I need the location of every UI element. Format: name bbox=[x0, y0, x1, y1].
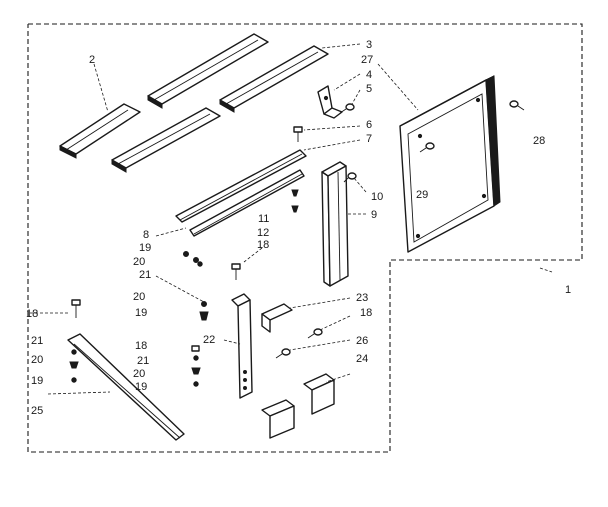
label-28: 28 bbox=[533, 135, 545, 147]
label-25: 25 bbox=[31, 405, 43, 417]
label-12: 12 bbox=[257, 227, 269, 239]
part-number-labels: 2 3 27 4 5 28 6 7 10 9 29 11 12 18 8 19 … bbox=[26, 39, 571, 417]
screw-part-5 bbox=[339, 103, 355, 114]
channel-short-part-2 bbox=[59, 103, 141, 159]
side-panel-part-27 bbox=[399, 75, 501, 253]
hardware-cluster-top bbox=[183, 251, 203, 267]
label-24: 24 bbox=[356, 353, 368, 365]
label-9: 9 bbox=[371, 209, 377, 221]
diagonal-brace-part-25 bbox=[67, 333, 185, 441]
label-21-b: 21 bbox=[137, 355, 149, 367]
label-19-a: 19 bbox=[139, 242, 151, 254]
label-10: 10 bbox=[371, 191, 383, 203]
bracket-part-23 bbox=[261, 303, 293, 333]
label-19-b: 19 bbox=[135, 307, 147, 319]
nut-stack-part-11-12 bbox=[291, 189, 299, 213]
rail-lower-part-8 bbox=[189, 169, 305, 237]
screw-part-6 bbox=[293, 126, 303, 142]
label-21-c: 21 bbox=[31, 335, 43, 347]
screw-part-29 bbox=[419, 142, 435, 153]
hardware-cluster-mid bbox=[199, 301, 209, 321]
label-7: 7 bbox=[366, 133, 372, 145]
label-29: 29 bbox=[416, 189, 428, 201]
screw-part-18-upper bbox=[231, 263, 241, 280]
label-18-a: 18 bbox=[257, 239, 269, 251]
label-18-d: 18 bbox=[135, 340, 147, 352]
label-20-c: 20 bbox=[133, 368, 145, 380]
channel-right-part-3 bbox=[219, 45, 329, 113]
label-20-a: 20 bbox=[133, 256, 145, 268]
label-18-b: 18 bbox=[360, 307, 372, 319]
channel-lower-part-3 bbox=[111, 107, 221, 173]
label-18-c: 18 bbox=[26, 308, 38, 320]
label-22: 22 bbox=[203, 334, 215, 346]
hardware-cluster-lower bbox=[191, 345, 201, 387]
label-11: 11 bbox=[258, 213, 269, 225]
label-20-d: 20 bbox=[31, 354, 43, 366]
label-20-b: 20 bbox=[133, 291, 145, 303]
label-19-d: 19 bbox=[31, 375, 43, 387]
label-27: 27 bbox=[361, 54, 373, 66]
label-4: 4 bbox=[366, 69, 372, 81]
label-21-a: 21 bbox=[139, 269, 151, 281]
rail-upper-part-7 bbox=[175, 149, 307, 223]
hardware-cluster-left bbox=[69, 349, 79, 383]
assembly-boundary-frame bbox=[27, 23, 583, 453]
label-3: 3 bbox=[366, 39, 372, 51]
screw-part-26 bbox=[275, 348, 291, 359]
label-23: 23 bbox=[356, 292, 368, 304]
screw-part-18-left bbox=[71, 299, 81, 318]
label-26: 26 bbox=[356, 335, 368, 347]
label-19-c: 19 bbox=[135, 381, 147, 393]
vertical-bracket-part-22 bbox=[231, 293, 253, 399]
label-2: 2 bbox=[89, 54, 95, 66]
label-8: 8 bbox=[143, 229, 149, 241]
channel-top-part-3 bbox=[147, 33, 269, 109]
leader-lines bbox=[30, 43, 553, 395]
bracket-pair-part-24 bbox=[261, 373, 335, 439]
screw-part-10 bbox=[343, 172, 357, 183]
label-5: 5 bbox=[366, 83, 372, 95]
angle-bracket-part-4 bbox=[317, 85, 343, 119]
label-1: 1 bbox=[565, 284, 571, 296]
screw-part-28 bbox=[509, 100, 525, 111]
label-6: 6 bbox=[366, 119, 372, 131]
screw-part-18-right bbox=[307, 328, 323, 339]
vertical-post-part-9 bbox=[321, 161, 349, 287]
